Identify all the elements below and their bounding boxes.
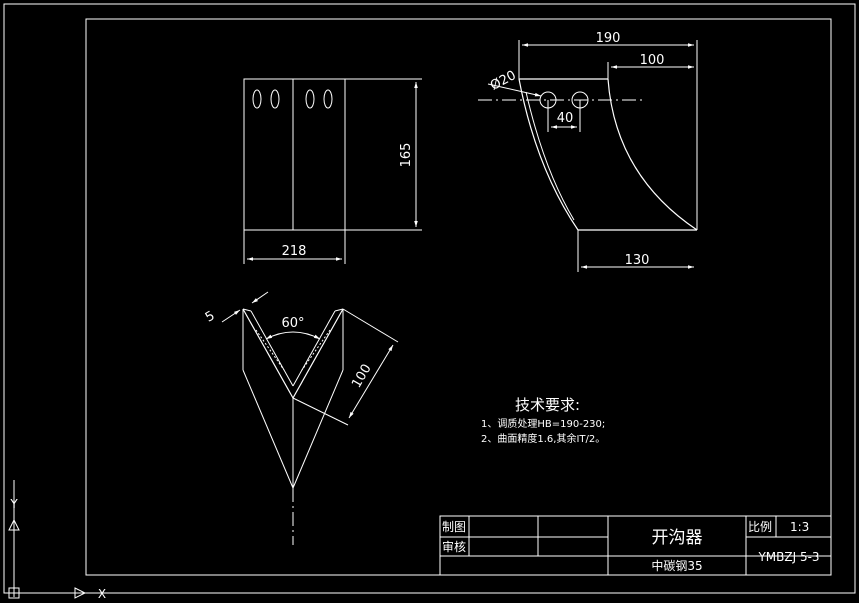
tech-requirement-2: 2、曲面精度1.6,其余IT/2。 — [481, 432, 605, 445]
ucs-y-label: Y — [9, 497, 18, 511]
dim-front-width: 218 — [282, 244, 307, 259]
drawing-number: YMBZJ 5-3 — [757, 550, 819, 564]
tech-requirements-heading: 技术要求: — [515, 396, 580, 414]
ucs-icon — [4, 480, 110, 599]
dim-bottom-width: 130 — [625, 253, 650, 268]
dim-top-right: 100 — [640, 53, 665, 68]
scale-label: 比例 — [748, 520, 772, 534]
ucs-x-label: X — [98, 587, 106, 601]
drawn-by-label: 制图 — [442, 520, 466, 534]
scale-value: 1:3 — [790, 520, 809, 534]
checked-by-label: 审核 — [442, 539, 466, 554]
dim-top-width: 190 — [596, 31, 621, 46]
dim-hole-spacing: 40 — [557, 111, 574, 126]
front-view — [243, 78, 422, 264]
title-block — [439, 515, 832, 576]
dim-front-height: 165 — [399, 143, 414, 168]
sheet-border — [3, 3, 856, 594]
dim-side-length: 100 — [349, 362, 374, 391]
top-view — [221, 291, 399, 545]
side-view — [478, 40, 698, 272]
material: 中碳钢35 — [651, 558, 702, 573]
part-name: 开沟器 — [652, 528, 703, 548]
dim-edge-thickness: 5 — [203, 308, 218, 325]
dim-v-angle: 60° — [281, 316, 304, 331]
tech-requirement-1: 1、调质处理HB=190-230; — [481, 418, 605, 430]
